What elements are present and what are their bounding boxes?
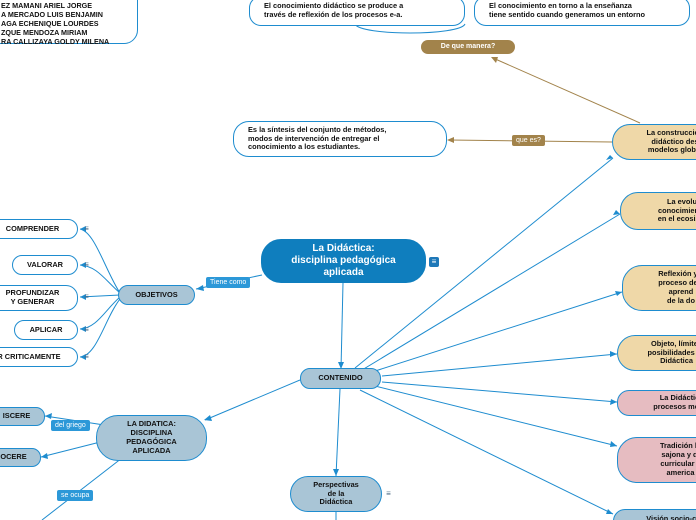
notes-icon[interactable]: ≡ [84, 325, 89, 334]
arrowhead-discere [45, 413, 52, 419]
arrowhead-perspectivas [333, 469, 339, 476]
arrowhead-demanera [491, 57, 498, 63]
notes-icon[interactable]: ≡ [429, 257, 439, 267]
link-didatica-down [41, 457, 123, 520]
notes-icon[interactable]: ≡ [84, 292, 89, 301]
authors-list[interactable]: EZ MAMANI ARIEL JORGE A MERCADO LUIS BEN… [0, 0, 138, 46]
link-contenido-evolucion [361, 213, 621, 371]
topic-profundizar[interactable]: PROFUNDIZAR Y GENERAR [0, 285, 78, 311]
arrowhead-construccion [606, 155, 613, 160]
arrowhead-procesos [610, 399, 617, 405]
arrowhead-objetivos [196, 285, 204, 291]
link-contenido-procesos [381, 381, 618, 403]
arrowhead-objeto [610, 351, 617, 357]
arrowhead-sintesis [447, 137, 454, 143]
topic-evolucion[interactable]: La evolu conocimiento en el ecosiste [620, 192, 696, 230]
link-contenido-construccion [354, 157, 614, 369]
topic-conocimiento-didactico[interactable]: El conocimiento didáctico se produce a t… [249, 0, 465, 26]
topic-valorar[interactable]: VALORAR [12, 255, 78, 275]
relationship-de-que-manera[interactable]: De que manera? [421, 40, 515, 54]
topic-tradicion[interactable]: Tradición la sajona y di curricular a am… [617, 437, 696, 483]
arrowhead-aplicar [80, 326, 86, 332]
arrowhead-valorar [80, 262, 86, 268]
topic-vision[interactable]: Visión socio-co [613, 509, 696, 520]
arrowhead-vision [606, 509, 613, 514]
topic-procesos[interactable]: La Didáctic procesos meto [617, 390, 696, 416]
arrowhead-reflexion [615, 291, 622, 296]
central-topic[interactable]: La Didáctica: disciplina pedagógica apli… [261, 239, 426, 283]
link-central-contenido [340, 282, 344, 370]
topic-objeto[interactable]: Objeto, límites posibilidades de Didácti… [617, 335, 696, 371]
arrowhead-contenido [338, 362, 344, 369]
arrowhead-criticamente [80, 354, 86, 360]
topic-construccion[interactable]: La construcción didáctico des modelos gl… [612, 124, 696, 160]
arrowhead-profundizar [80, 294, 86, 300]
link-objetivos-valorar [79, 264, 121, 294]
link-contenido-vision [359, 389, 614, 515]
notes-icon[interactable]: ≡ [386, 489, 391, 498]
topic-analizar-criticamente[interactable]: R CRITICAMENTE [0, 347, 78, 367]
link-contenido-objeto [381, 353, 618, 377]
topic-docere[interactable]: OCERE [0, 448, 41, 467]
topic-objetivos[interactable]: OBJETIVOS [118, 285, 195, 305]
topic-la-didatica[interactable]: LA DIDATICA: DISCIPLINA PEDAGÓGICA APLIC… [96, 415, 207, 461]
arrowhead-comprender [80, 226, 86, 232]
arrowhead-evolucion [613, 210, 620, 215]
relationship-se-ocupa[interactable]: se ocupa [57, 490, 94, 501]
relationship-tiene-como[interactable]: Tiene como [206, 277, 251, 288]
notes-icon[interactable]: ≡ [84, 260, 89, 269]
arrowhead-docere [41, 453, 48, 459]
notes-icon[interactable]: ≡ [84, 352, 89, 361]
topic-comprender[interactable]: COMPRENDER [0, 219, 78, 239]
topic-perspectivas[interactable]: Perspectivas de la Didáctica [290, 476, 382, 512]
link-contenido-tradicion [374, 385, 618, 447]
topic-aplicar[interactable]: APLICAR [14, 320, 78, 340]
link-contenido-perspectivas [335, 388, 341, 477]
link-contenido-reflexion [371, 291, 623, 373]
link-construccion-demanera [492, 57, 641, 124]
relationship-del-griego[interactable]: del griego [51, 420, 90, 431]
topic-reflexion[interactable]: Reflexión y a proceso de e aprend de la … [622, 265, 696, 311]
bracket-top-notes [354, 23, 466, 34]
relationship-que-es[interactable]: que es? [512, 135, 545, 146]
arrowhead-tradicion [610, 441, 617, 447]
arrowhead-didatica [204, 415, 212, 421]
topic-conocimiento-ensenanza[interactable]: El conocimiento en torno a la enseñanza … [474, 0, 690, 26]
link-contenido-didatica [204, 379, 301, 421]
topic-contenido[interactable]: CONTENIDO [300, 368, 381, 389]
link-objetivos-profundizar [79, 294, 121, 298]
notes-icon[interactable]: ≡ [84, 224, 89, 233]
topic-sintesis[interactable]: Es la síntesis del conjunto de métodos, … [233, 121, 447, 157]
topic-discere[interactable]: ISCERE [0, 407, 45, 426]
